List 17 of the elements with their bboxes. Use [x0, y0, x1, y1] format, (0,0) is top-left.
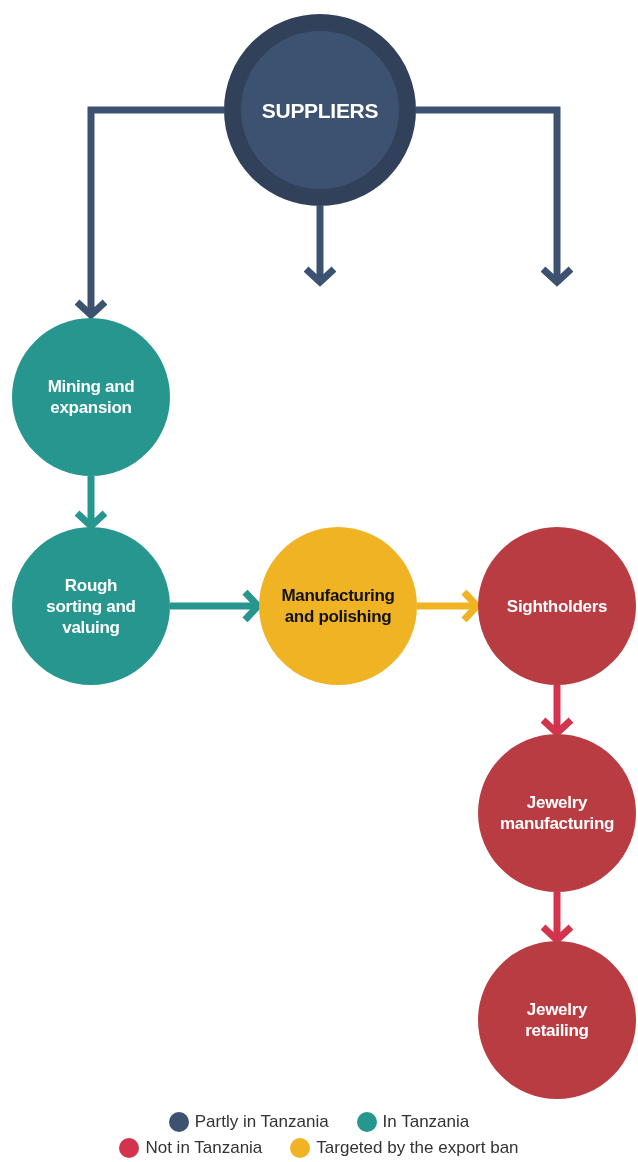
arrow	[539, 892, 575, 944]
stage-label: Mining and expansion	[46, 376, 136, 418]
arrow	[73, 106, 224, 319]
legend-label: In Tanzania	[382, 1112, 470, 1132]
arrow	[416, 106, 575, 286]
stage-label: Sightholders	[505, 595, 609, 617]
legend-label: Targeted by the export ban	[316, 1138, 519, 1158]
legend-label: Partly in Tanzania	[194, 1112, 329, 1132]
stage-label: Jewelry manufacturing	[498, 792, 616, 834]
stage-label: Manufacturing and polishing	[280, 585, 396, 627]
arrow	[73, 476, 109, 530]
stage-label: Jewelry retailing	[524, 999, 590, 1041]
stage-label: Rough sorting and valuing	[45, 574, 137, 638]
stage-label: SUPPLIERS	[260, 99, 380, 121]
arrow	[539, 685, 575, 737]
arrow	[302, 206, 338, 286]
legend-label: Not in Tanzania	[145, 1138, 263, 1158]
